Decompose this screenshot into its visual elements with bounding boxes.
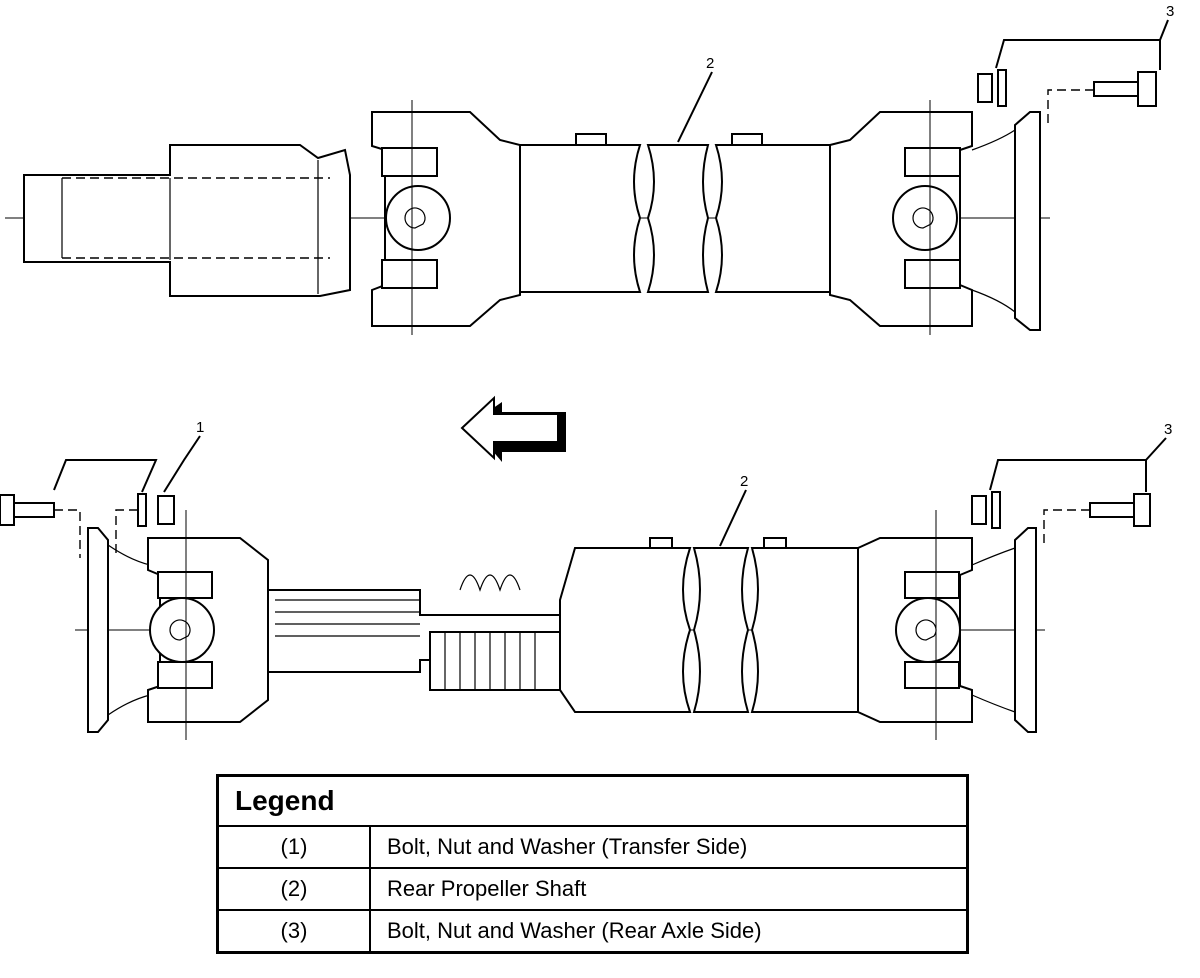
transfer-housing <box>23 144 351 297</box>
top-left-ujoint <box>385 185 451 251</box>
top-rear-flange <box>1014 111 1041 331</box>
legend-description: Bolt, Nut and Washer (Transfer Side) <box>369 825 969 869</box>
callout-bottom-shaft: 2 <box>740 473 748 490</box>
bottom-tube-middle <box>692 547 750 713</box>
bottom-left-nut <box>157 495 175 525</box>
top-nut <box>977 73 993 103</box>
callout-bottom-transfer-bolt: 1 <box>196 419 204 436</box>
callout-top-shaft: 2 <box>706 55 714 72</box>
bottom-tube-left <box>559 547 692 713</box>
bottom-right-washer <box>991 491 1001 529</box>
top-washer <box>997 69 1007 107</box>
direction-arrow-icon <box>460 395 566 462</box>
legend-title: Legend <box>216 774 969 827</box>
bottom-transfer-flange <box>87 527 109 733</box>
legend-description: Bolt, Nut and Washer (Rear Axle Side) <box>369 909 969 954</box>
bottom-left-ujoint <box>149 597 215 663</box>
top-tube-middle <box>646 144 710 293</box>
top-bolt <box>1093 81 1139 97</box>
legend-table: Legend (1) Bolt, Nut and Washer (Transfe… <box>216 774 969 954</box>
legend-row: (2) Rear Propeller Shaft <box>216 867 969 911</box>
bottom-right-ujoint <box>895 597 961 663</box>
top-tube-right <box>714 144 831 293</box>
propeller-shaft-diagram: 3 2 <box>0 3 1174 740</box>
top-right-ujoint <box>892 185 958 251</box>
callout-bottom-axle-bolt: 3 <box>1164 421 1172 438</box>
legend-code: (2) <box>216 867 371 911</box>
legend-row: (3) Bolt, Nut and Washer (Rear Axle Side… <box>216 909 969 954</box>
boot-bellows <box>429 631 561 691</box>
callout-top-bolt: 3 <box>1166 3 1174 20</box>
bottom-right-nut <box>971 495 987 525</box>
bottom-right-bolt <box>1089 502 1135 518</box>
bottom-left-washer <box>137 493 147 527</box>
legend-code: (3) <box>216 909 371 954</box>
bottom-axle-flange <box>1014 527 1037 733</box>
top-tube-left <box>519 144 642 293</box>
bottom-left-bolt <box>0 494 15 526</box>
bottom-shaft-assembly: 1 3 2 <box>0 419 1172 740</box>
legend-row: (1) Bolt, Nut and Washer (Transfer Side) <box>216 825 969 869</box>
top-shaft-assembly: 3 2 <box>5 3 1174 335</box>
legend-code: (1) <box>216 825 371 869</box>
legend-description: Rear Propeller Shaft <box>369 867 969 911</box>
legend-header-row: Legend <box>216 774 969 827</box>
bottom-tube-right <box>750 547 859 713</box>
